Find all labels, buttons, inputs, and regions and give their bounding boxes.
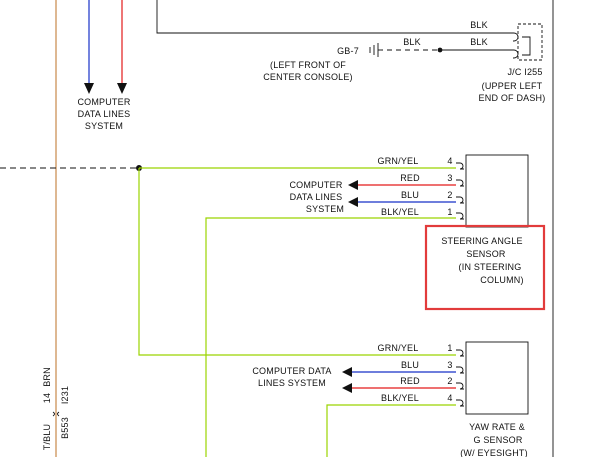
sas-wire-2-label: RED: [400, 173, 420, 183]
yaw-wire-2-label: BLU: [401, 360, 419, 370]
sas-label-line2: SENSOR: [466, 249, 506, 259]
yaw-label-line1: YAW RATE &: [469, 422, 525, 432]
left-wire-b: T/BLU: [42, 424, 52, 451]
yaw-pin-4: 4: [447, 393, 452, 403]
top-red-arrow: [117, 83, 127, 94]
blk-wire-top: [156, 0, 508, 34]
left-conn-a: I231: [60, 386, 70, 404]
steering-angle-sensor-connector: [456, 154, 529, 228]
yaw-red-arrow: [342, 383, 352, 393]
top-cdl-line2: DATA LINES: [78, 109, 131, 119]
yaw-pin-3: 2: [447, 376, 452, 386]
sas-blk-yel-wire: [205, 217, 456, 457]
sas-pin-2: 3: [447, 173, 452, 183]
sas-pin-3: 2: [447, 190, 452, 200]
sas-blu-arrow: [348, 197, 358, 207]
yaw-blu-arrow: [342, 367, 352, 377]
yaw-grn-yel-wire: [138, 168, 456, 356]
blk-low-label: BLK: [403, 37, 421, 47]
yaw-pin-1: 1: [447, 343, 452, 353]
left-wire-number: 14: [42, 393, 52, 403]
sas-cdl-line3: SYSTEM: [306, 204, 344, 214]
blk-mid-label: BLK: [470, 37, 488, 47]
gb-location-2: CENTER CONSOLE): [263, 72, 353, 82]
jc-location-2: END OF DASH): [479, 93, 546, 103]
sas-label-line1: STEERING ANGLE: [441, 236, 522, 246]
top-cdl-line3: SYSTEM: [85, 121, 123, 131]
yaw-label-line2: G SENSOR: [473, 435, 522, 445]
sas-cdl-line1: COMPUTER: [289, 180, 342, 190]
sas-label-line4: COLUMN): [480, 275, 523, 285]
sas-wire-4-label: BLK/YEL: [381, 207, 419, 217]
ground-symbol-icon: [369, 43, 379, 57]
yaw-wire-3-label: RED: [400, 376, 420, 386]
sas-pin-1: 4: [447, 156, 452, 166]
yaw-cdl-line2: LINES SYSTEM: [258, 378, 326, 388]
left-connector-symbol: [52, 411, 60, 417]
sas-pin-4: 1: [447, 207, 452, 217]
yaw-pin-2: 3: [447, 360, 452, 370]
sas-red-arrow: [348, 180, 358, 190]
gb-label: GB-7: [337, 46, 359, 56]
yaw-blk-yel-wire: [326, 404, 456, 457]
sas-wire-3-label: BLU: [401, 190, 419, 200]
left-vertical-labels: BRN 14 I231 T/BLU B553: [42, 367, 70, 450]
top-cdl-line1: COMPUTER: [77, 97, 130, 107]
left-wire-color: BRN: [42, 367, 52, 387]
yaw-cdl-line1: COMPUTER DATA: [252, 366, 331, 376]
sas-wire-1-label: GRN/YEL: [378, 156, 419, 166]
jc-label: J/C I255: [507, 67, 542, 77]
steering-sensor-highlight: [424, 224, 546, 311]
jc-location-1: (UPPER LEFT: [482, 81, 543, 91]
yaw-label-line3: (W/ EYESIGHT): [460, 448, 528, 457]
blk-top-label: BLK: [470, 20, 488, 30]
yaw-wire-4-label: BLK/YEL: [381, 393, 419, 403]
gb-location-1: (LEFT FRONT OF: [270, 60, 346, 70]
sas-label-line3: (IN STEERING: [459, 262, 522, 272]
ground-junction-dot: [437, 47, 443, 53]
top-blu-arrow: [84, 83, 94, 94]
yaw-rate-sensor-connector: [456, 341, 529, 415]
jc-connector: [508, 23, 543, 61]
sas-cdl-line2: DATA LINES: [290, 192, 343, 202]
left-conn-b: B553: [60, 417, 70, 439]
yaw-wire-1-label: GRN/YEL: [378, 343, 419, 353]
